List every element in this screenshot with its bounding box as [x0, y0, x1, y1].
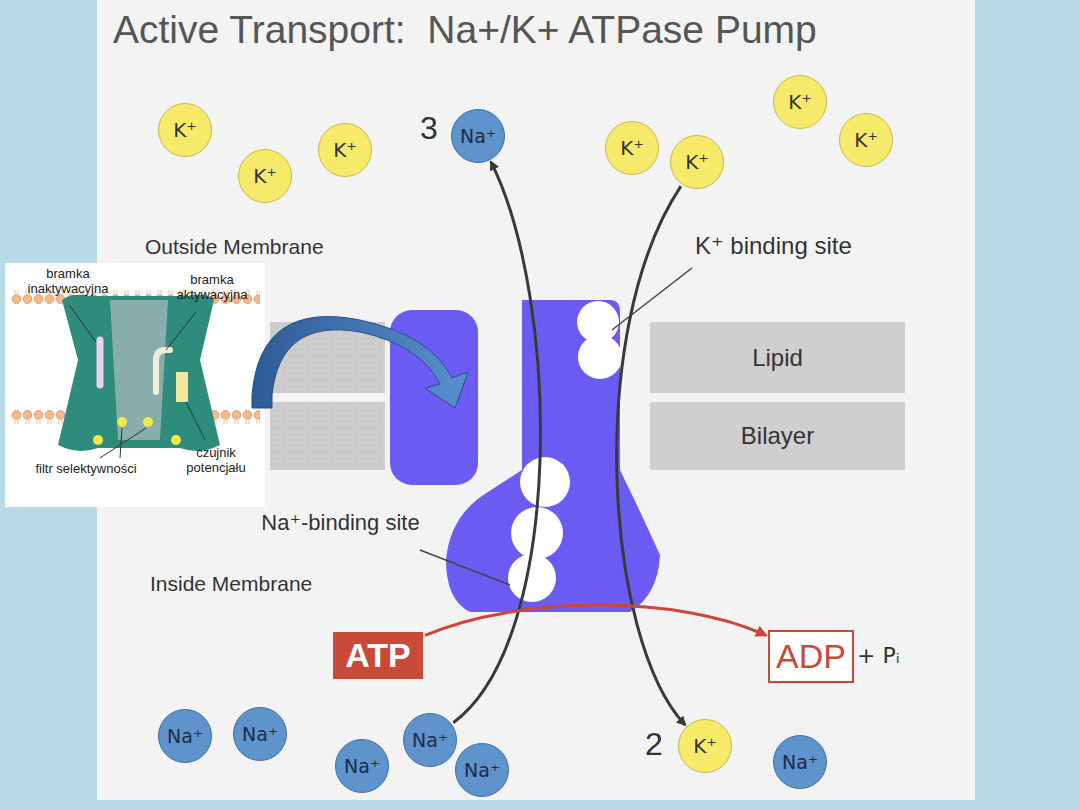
sodium-ion: Na⁺ [773, 735, 827, 789]
potassium-ion: K⁺ [678, 719, 732, 773]
potassium-ion: K⁺ [158, 103, 212, 157]
node-text: K⁺ [173, 118, 197, 142]
diagram-label: Outside Membrane [145, 235, 324, 259]
page-title: Active Transport: Na+/K+ ATPase Pump [113, 8, 817, 52]
diagram-label: bramka aktywacyjna [160, 272, 264, 302]
diagram-label: czujnik potencjału [168, 445, 264, 475]
diagram-label: 2 [645, 726, 663, 763]
node-text: Na⁺ [167, 725, 203, 747]
potassium-ion: K⁺ [605, 121, 659, 175]
node-text: K⁺ [693, 734, 717, 758]
potassium-ion: K⁺ [238, 149, 292, 203]
node-text: ATP [345, 636, 410, 675]
node-text: Na⁺ [464, 759, 500, 781]
energy-arrow [425, 605, 766, 635]
sodium-ion: Na⁺ [451, 109, 505, 163]
node-text: K⁺ [333, 138, 357, 162]
node-text: Lipid [752, 344, 803, 372]
node-text: K⁺ [788, 90, 812, 114]
bilayer-block: Bilayer [650, 402, 905, 470]
energy-box: ATP [333, 632, 423, 679]
potassium-ion: K⁺ [318, 123, 372, 177]
node-text: K⁺ [620, 136, 644, 160]
sodium-ion: Na⁺ [403, 713, 457, 767]
node-text: Na⁺ [242, 723, 278, 745]
potassium-ion: K⁺ [839, 113, 893, 167]
diagram-label: Inside Membrane [150, 572, 312, 596]
diagram-label: filtr selektywności [30, 461, 142, 476]
diagram-label: + Pᵢ [857, 643, 900, 668]
node-text: Na⁺ [460, 125, 496, 147]
node-text: Na⁺ [344, 755, 380, 777]
diagram-label: 3 [420, 110, 438, 147]
energy-box: ADP [768, 630, 854, 683]
sodium-ion: Na⁺ [158, 709, 212, 763]
potassium-ion: K⁺ [670, 135, 724, 189]
node-text: Na⁺ [782, 751, 818, 773]
node-text: Na⁺ [412, 729, 448, 751]
bilayer-block: Lipid [650, 322, 905, 393]
ion-path-arrow [453, 162, 540, 723]
potassium-ion: K⁺ [773, 75, 827, 129]
node-text: ADP [776, 637, 846, 676]
node-text: K⁺ [854, 128, 878, 152]
node-text: K⁺ [685, 150, 709, 174]
node-text: K⁺ [253, 164, 277, 188]
sodium-ion: Na⁺ [233, 707, 287, 761]
diagram-label: Na⁺-binding site [258, 508, 423, 538]
node-text: Bilayer [741, 422, 814, 450]
diagram-label: K⁺ binding site [695, 232, 852, 260]
sodium-ion: Na⁺ [455, 743, 509, 797]
diagram-label: bramka inaktywacyjna [22, 266, 114, 296]
sodium-ion: Na⁺ [335, 739, 389, 793]
